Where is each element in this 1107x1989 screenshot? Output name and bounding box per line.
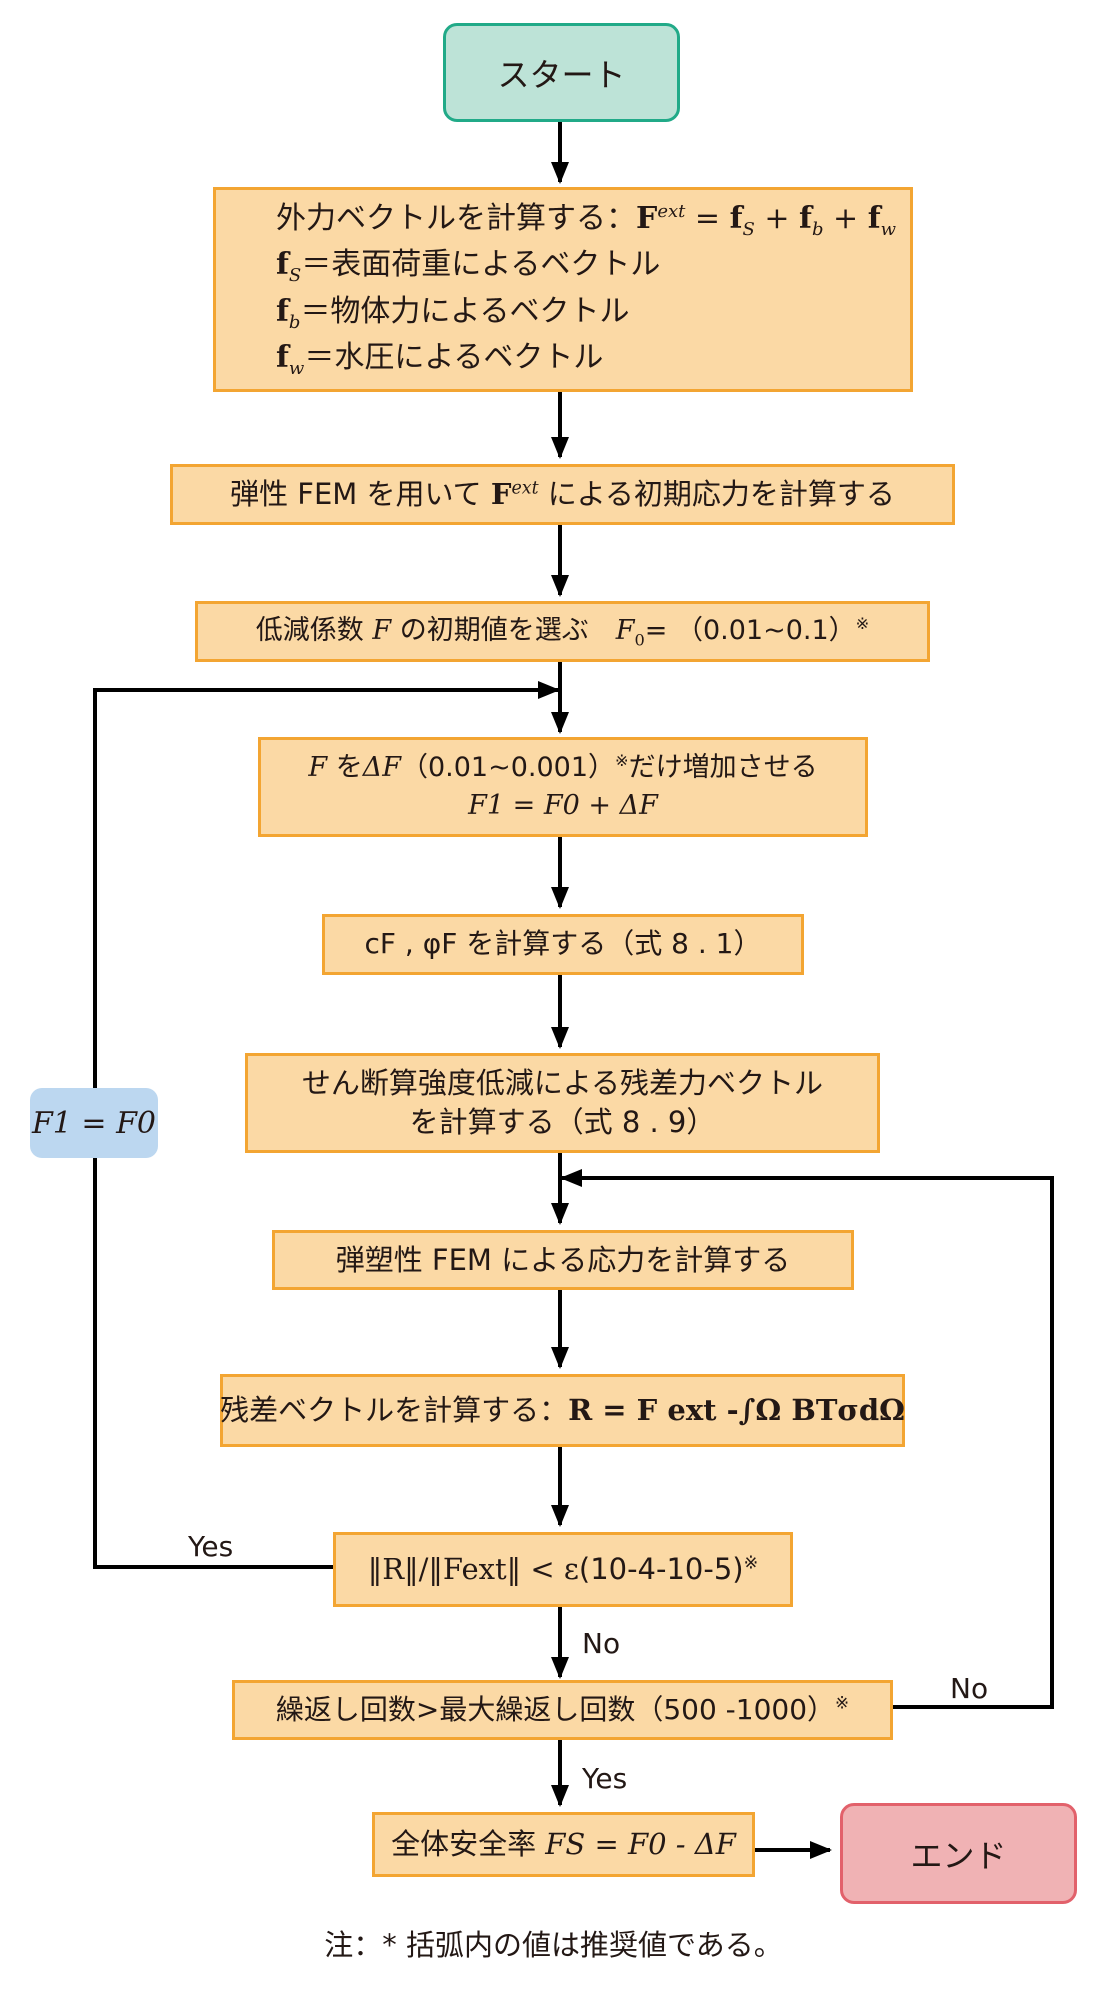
increase-formula: F1 = F0 + ΔF (468, 790, 658, 821)
fb-line: fb＝物体力によるベクトル (276, 293, 630, 333)
no-iteration-label: No (950, 1672, 989, 1705)
initial-stress-box: 弾性 FEM を用いて Fext による初期応力を計算する (170, 464, 955, 525)
yes-loop-label: Yes (188, 1530, 234, 1563)
external-force-title: 外力ベクトルを計算する：Fext = fS + fb + fw (276, 201, 897, 241)
reset-box: F1 = F0 (30, 1088, 158, 1158)
fw-line: fw＝水圧によるベクトル (276, 339, 604, 379)
convergence-box: ‖R‖/‖Fext‖ < ε(10-4-10-5)※ (333, 1532, 793, 1607)
end-label: エンド (910, 1836, 1007, 1875)
increase-box: F をΔF（0.01~0.001）※だけ増加させる F1 = F0 + ΔF (258, 737, 868, 837)
start-label: スタート (497, 55, 626, 94)
elastoplastic-box: 弾塑性 FEM による応力を計算する (272, 1230, 854, 1290)
residual-vector-box: 残差ベクトルを計算する：R = F ext -∫Ω BTσdΩ (220, 1374, 905, 1447)
cphi-box: cF , φF を計算する（式 8 . 1） (322, 914, 804, 975)
external-force-box: 外力ベクトルを計算する：Fext = fS + fb + fw fS＝表面荷重に… (213, 187, 913, 392)
fs-line: fS＝表面荷重によるベクトル (276, 247, 661, 287)
footnote: 注：* 括弧内の値は推奨値である。 (324, 1928, 783, 1962)
end-node: エンド (840, 1803, 1077, 1904)
no-convergence-label: No (582, 1627, 621, 1660)
residual-force-box: せん断算強度低減による残差力ベクトル を計算する（式 8 . 9） (245, 1053, 880, 1153)
yes-iteration-label: Yes (582, 1762, 628, 1795)
initial-factor-box: 低減係数 F の初期値を選ぶ F0= （0.01~0.1）※ (195, 601, 930, 662)
start-node: スタート (443, 23, 680, 122)
iteration-box: 繰返し回数>最大繰返し回数（500 -1000）※ (232, 1680, 893, 1740)
reset-formula: F1 = F0 (31, 1105, 156, 1141)
safety-box: 全体安全率 FS = F0 - ΔF (372, 1812, 755, 1877)
loop-no-back (560, 1169, 1054, 1709)
